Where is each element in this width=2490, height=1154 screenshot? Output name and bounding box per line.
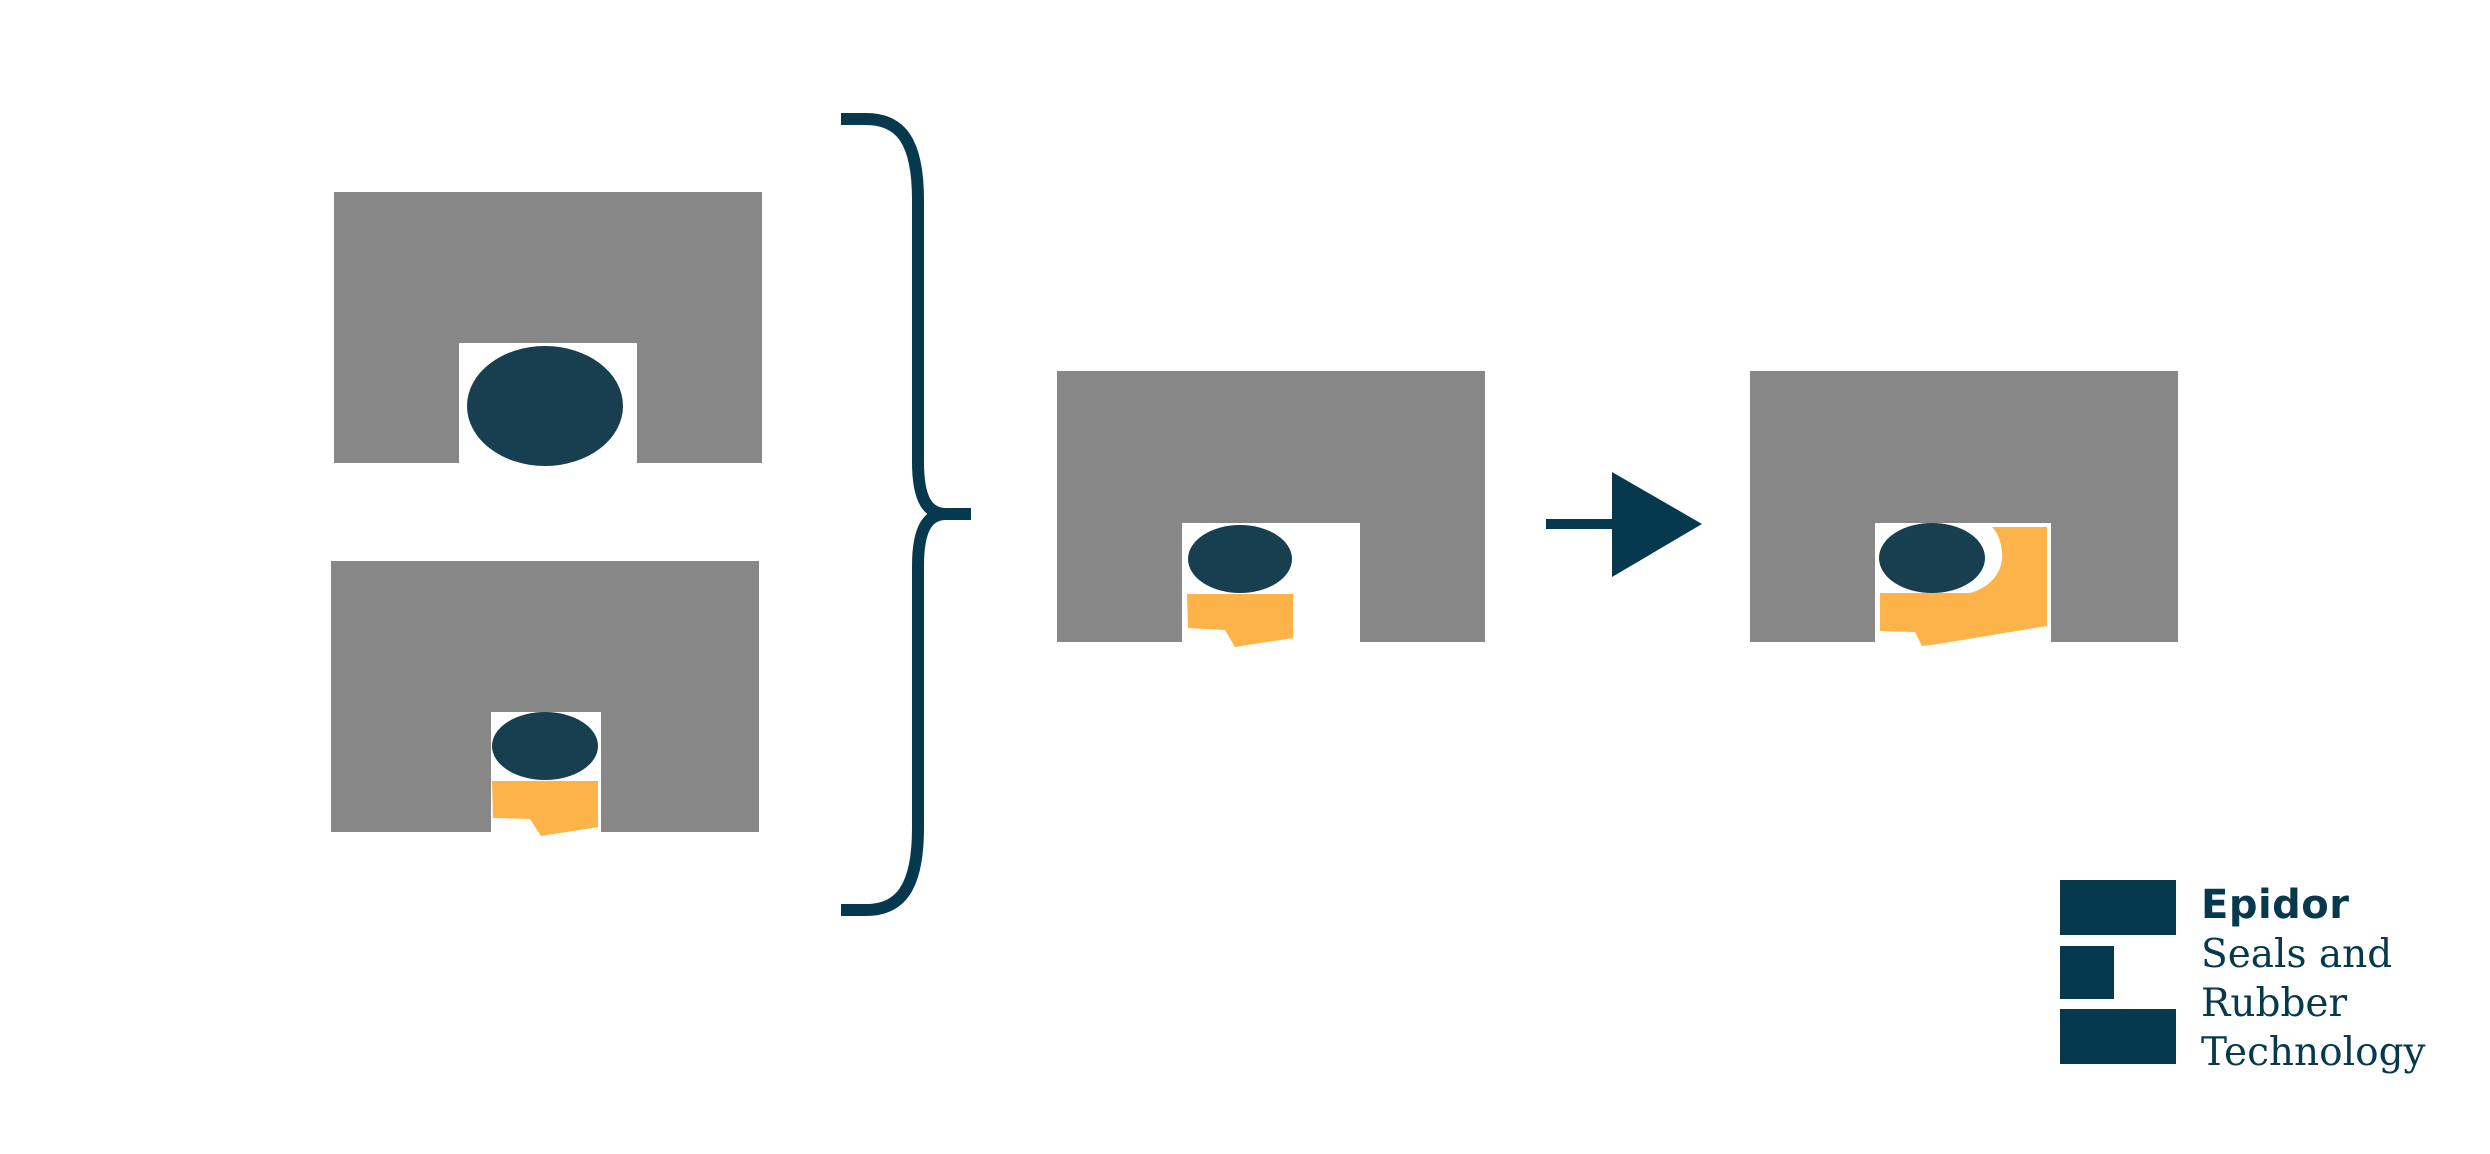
logo-tagline-line: Technology bbox=[2201, 1030, 2426, 1075]
assembly-installed bbox=[1057, 371, 1485, 647]
logo-mark-middle bbox=[2060, 946, 2114, 999]
company-logo: Epidor Seals and Rubber Technology bbox=[2060, 880, 2460, 1080]
assembly-oring-with-backup bbox=[331, 561, 759, 836]
backup-ring-deformed bbox=[1880, 527, 2047, 646]
logo-mark-bottom bbox=[2060, 1009, 2176, 1064]
o-ring bbox=[1879, 523, 1985, 593]
logo-brand: Epidor bbox=[2201, 882, 2350, 928]
logo-wordmark: Epidor Seals and Rubber Technology bbox=[2201, 880, 2426, 1077]
o-ring bbox=[467, 346, 623, 466]
assembly-oring-only bbox=[334, 192, 762, 466]
housing-block bbox=[334, 192, 762, 463]
backup-ring bbox=[492, 781, 598, 836]
backup-ring bbox=[1187, 594, 1293, 647]
housing-block bbox=[331, 561, 759, 832]
logo-tagline-line: Rubber bbox=[2201, 981, 2348, 1026]
arrow-right-icon bbox=[1546, 472, 1702, 577]
o-ring bbox=[492, 712, 598, 780]
grouping-brace bbox=[841, 113, 971, 916]
housing-block bbox=[1750, 371, 2178, 642]
logo-mark-top bbox=[2060, 880, 2176, 935]
o-ring bbox=[1188, 525, 1292, 593]
assembly-pressurized bbox=[1750, 371, 2178, 646]
logo-tagline-line: Seals and bbox=[2201, 932, 2393, 977]
housing-block bbox=[1057, 371, 1485, 642]
